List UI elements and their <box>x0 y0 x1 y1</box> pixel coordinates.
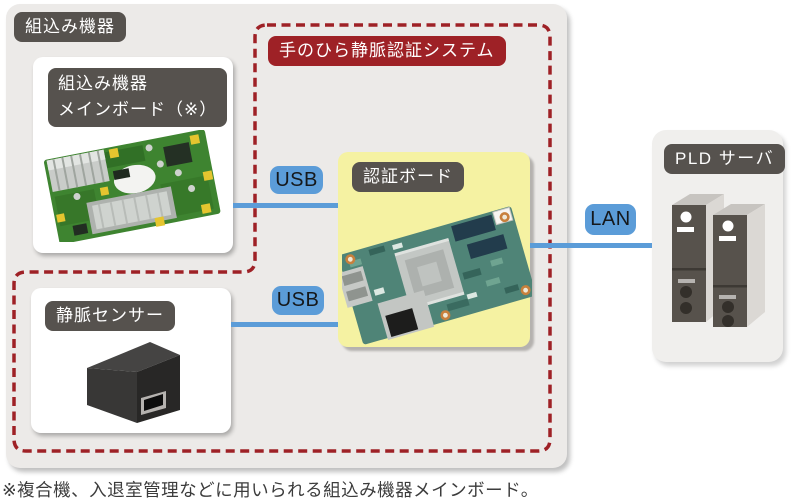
mainboard-label-line2: メインボード（※） <box>58 100 218 120</box>
usb-label-sensor: USB <box>272 286 324 315</box>
auth-board-label: 認証ボード <box>352 162 464 192</box>
usb-wire-mainboard <box>233 203 338 208</box>
footnote-text: ※複合機、入退室管理などに用いられる組込み機器メインボード。 <box>2 480 539 500</box>
mainboard-label: 組込み機器 メインボード（※） <box>48 68 228 127</box>
vein-sensor-label: 静脈センサー <box>45 301 175 331</box>
lan-label: LAN <box>585 204 636 235</box>
auth-system-label: 手のひら静脈認証システム <box>268 36 506 66</box>
usb-wire-sensor <box>231 322 338 327</box>
mainboard-label-line1: 組込み機器 <box>58 74 148 93</box>
embedded-device-group-label: 組込み機器 <box>14 12 126 42</box>
pld-server-image <box>672 194 765 327</box>
usb-label-mainboard: USB <box>270 166 323 194</box>
vein-sensor-image <box>87 342 180 423</box>
mainboard-image <box>43 130 221 242</box>
lan-wire <box>530 243 652 248</box>
pld-server-label: PLD サーバ <box>664 144 786 174</box>
auth-board-image <box>342 206 532 345</box>
